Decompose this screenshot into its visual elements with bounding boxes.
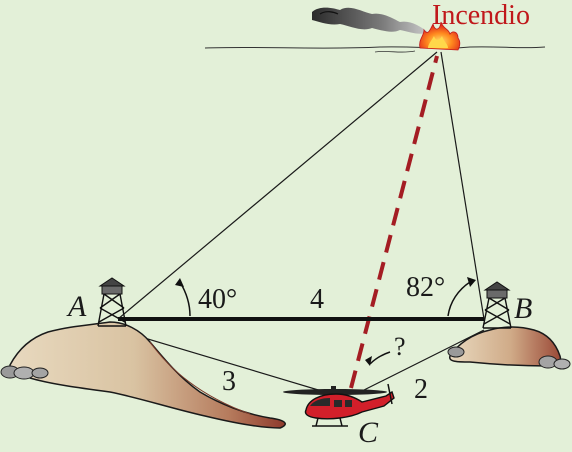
angle-arc-a xyxy=(179,281,191,317)
angle-arc-c-arrow xyxy=(365,356,372,366)
left-hill xyxy=(9,321,286,429)
angle-arc-b xyxy=(447,281,471,317)
angle-c-label: ? xyxy=(394,332,406,361)
point-a-label: A xyxy=(66,290,87,323)
angle-arc-a-arrow xyxy=(175,278,184,287)
distance-ab-label: 4 xyxy=(310,284,324,315)
distance-bc-label: 2 xyxy=(414,374,428,405)
fire-label: Incendio xyxy=(432,0,530,31)
dashed-line-c-fire xyxy=(349,55,439,389)
sight-line-b-fire xyxy=(440,51,485,320)
helicopter-icon xyxy=(283,383,395,427)
angle-arcs xyxy=(175,277,476,366)
point-b-label: B xyxy=(514,292,532,325)
angle-arc-c xyxy=(369,351,391,365)
flame-icon xyxy=(419,21,461,51)
line-b-c xyxy=(359,329,485,393)
smoke-cloud-icon xyxy=(312,7,428,34)
sight-line-a-fire xyxy=(117,51,438,320)
angle-arc-b-arrow xyxy=(467,277,476,287)
left-rocks-icon xyxy=(0,365,49,380)
lookout-tower-icon xyxy=(97,277,127,327)
point-c-label: C xyxy=(358,416,379,449)
angle-b-label: 82° xyxy=(406,272,445,303)
right-rocks-icon xyxy=(447,346,571,370)
right-hill xyxy=(449,326,562,367)
distance-ac-label: 3 xyxy=(222,366,236,397)
lookout-tower-icon xyxy=(482,281,512,329)
line-a-c xyxy=(117,329,326,393)
horizon-line xyxy=(204,46,546,53)
sight-lines xyxy=(117,51,485,393)
angle-a-label: 40° xyxy=(198,284,237,315)
